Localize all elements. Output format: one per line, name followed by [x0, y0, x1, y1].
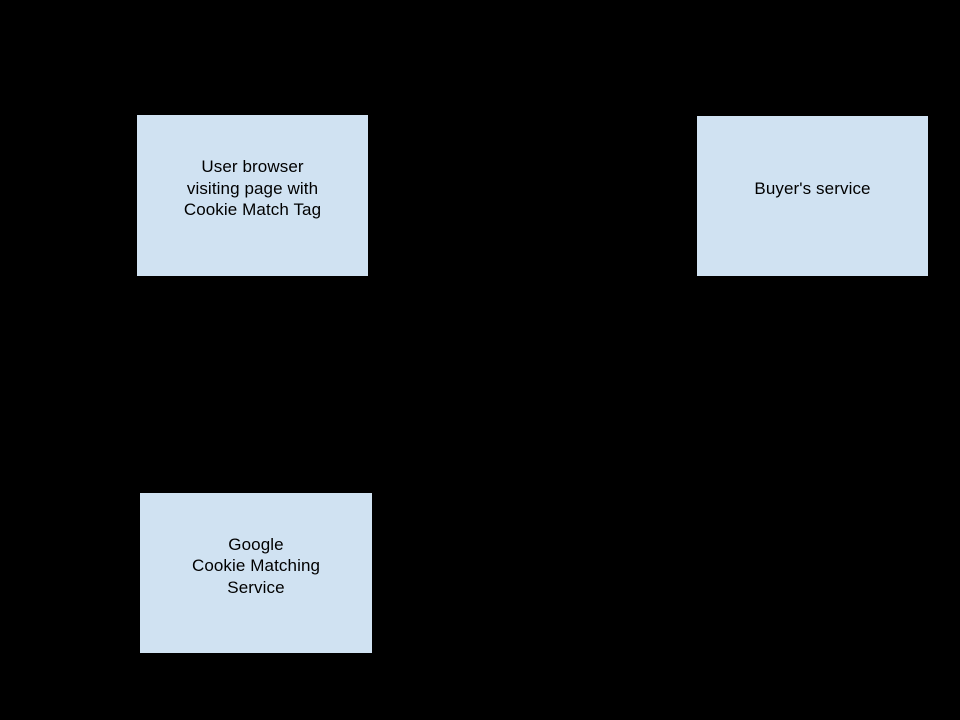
node-label-user-browser: User browser visiting page with Cookie M…	[183, 157, 322, 220]
node-label-google-cookie-matching-service: Google Cookie Matching Service	[191, 534, 321, 597]
node-label-buyers-service: Buyer's service	[754, 179, 871, 199]
diagram-node-google-cookie-matching-service[interactable]: Google Cookie Matching Service	[140, 493, 372, 653]
diagram-node-buyers-service[interactable]: Buyer's service	[697, 116, 928, 276]
diagram-node-user-browser[interactable]: User browser visiting page with Cookie M…	[137, 115, 368, 276]
